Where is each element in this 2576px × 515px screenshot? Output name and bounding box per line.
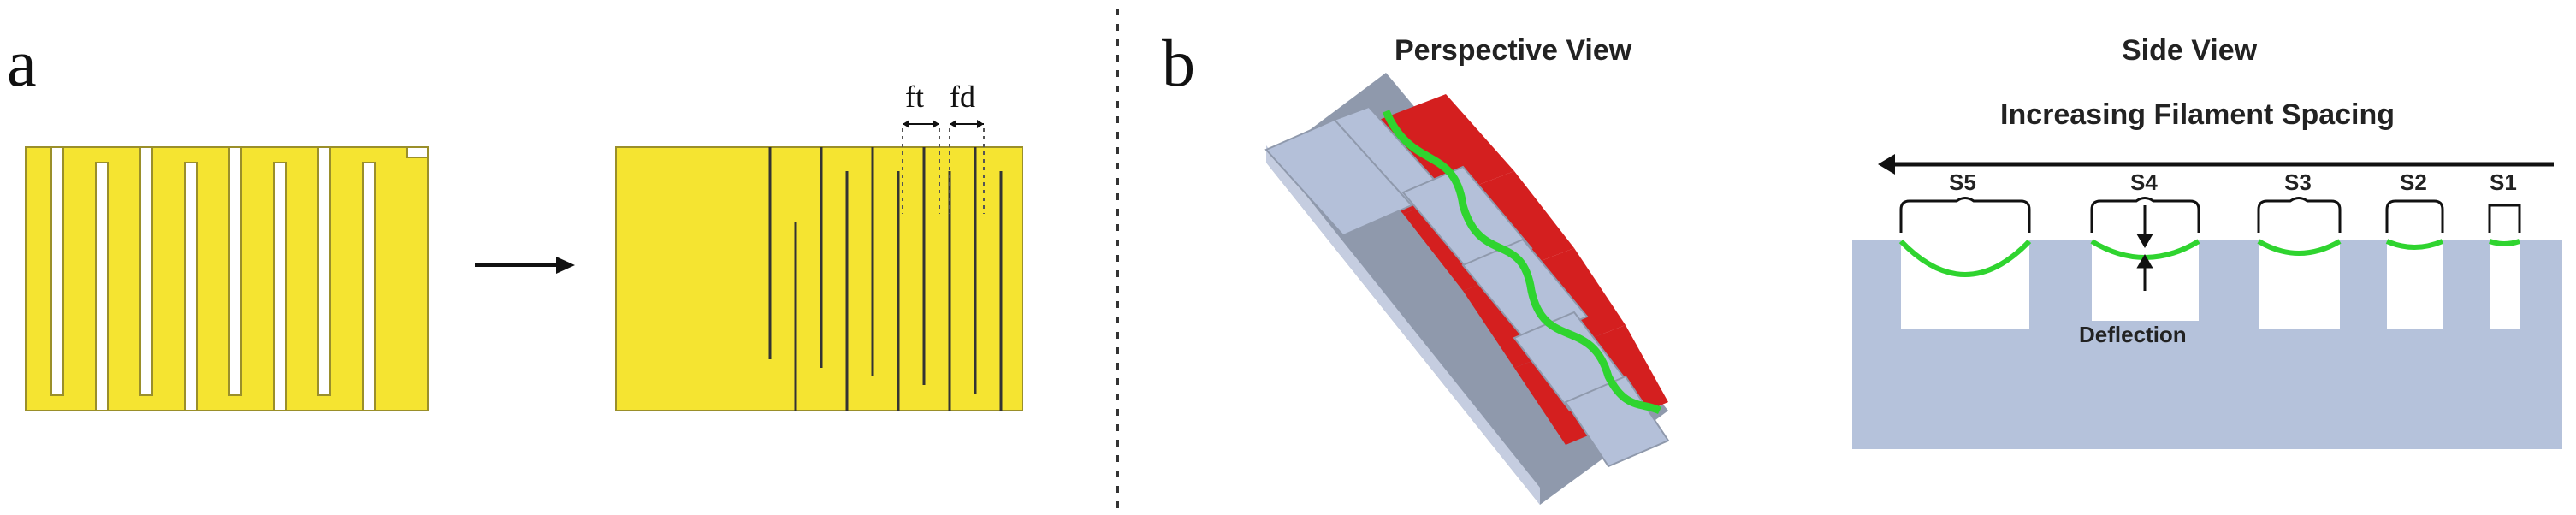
gap-label-s3: S3 [2284,169,2312,195]
spacing-caption: Increasing Filament Spacing [2000,98,2395,131]
deflection-label: Deflection [2079,322,2187,347]
fd-label: fd [950,80,975,114]
serpentine-trace-left [25,146,429,411]
gap-label-s5: S5 [1949,169,1976,195]
panel-a-letter: a [7,26,37,100]
gap-brackets [1899,197,2521,233]
gap-label-s1: S1 [2490,169,2517,195]
panel-a: a [7,26,1023,411]
side-substrate [1852,240,2562,449]
filament-path [1382,110,1662,415]
compressed-trace-right [615,128,1023,411]
panel-b: b Perspective View Side View [1162,26,2562,505]
filament-deflections [1898,239,2520,277]
panel-b-letter: b [1162,26,1195,100]
ft-dimension: ft [903,80,939,128]
spacing-arrow [1878,154,2554,175]
gap-label-s4: S4 [2130,169,2158,195]
perspective-model [1264,73,1670,505]
deflection-arrows [2136,205,2153,291]
transform-arrow [475,257,575,274]
gap-label-s2: S2 [2400,169,2427,195]
ft-label: ft [905,80,924,114]
perspective-view-title: Perspective View [1395,34,1632,67]
side-view-title: Side View [2122,34,2258,67]
fd-dimension: fd [950,80,984,128]
